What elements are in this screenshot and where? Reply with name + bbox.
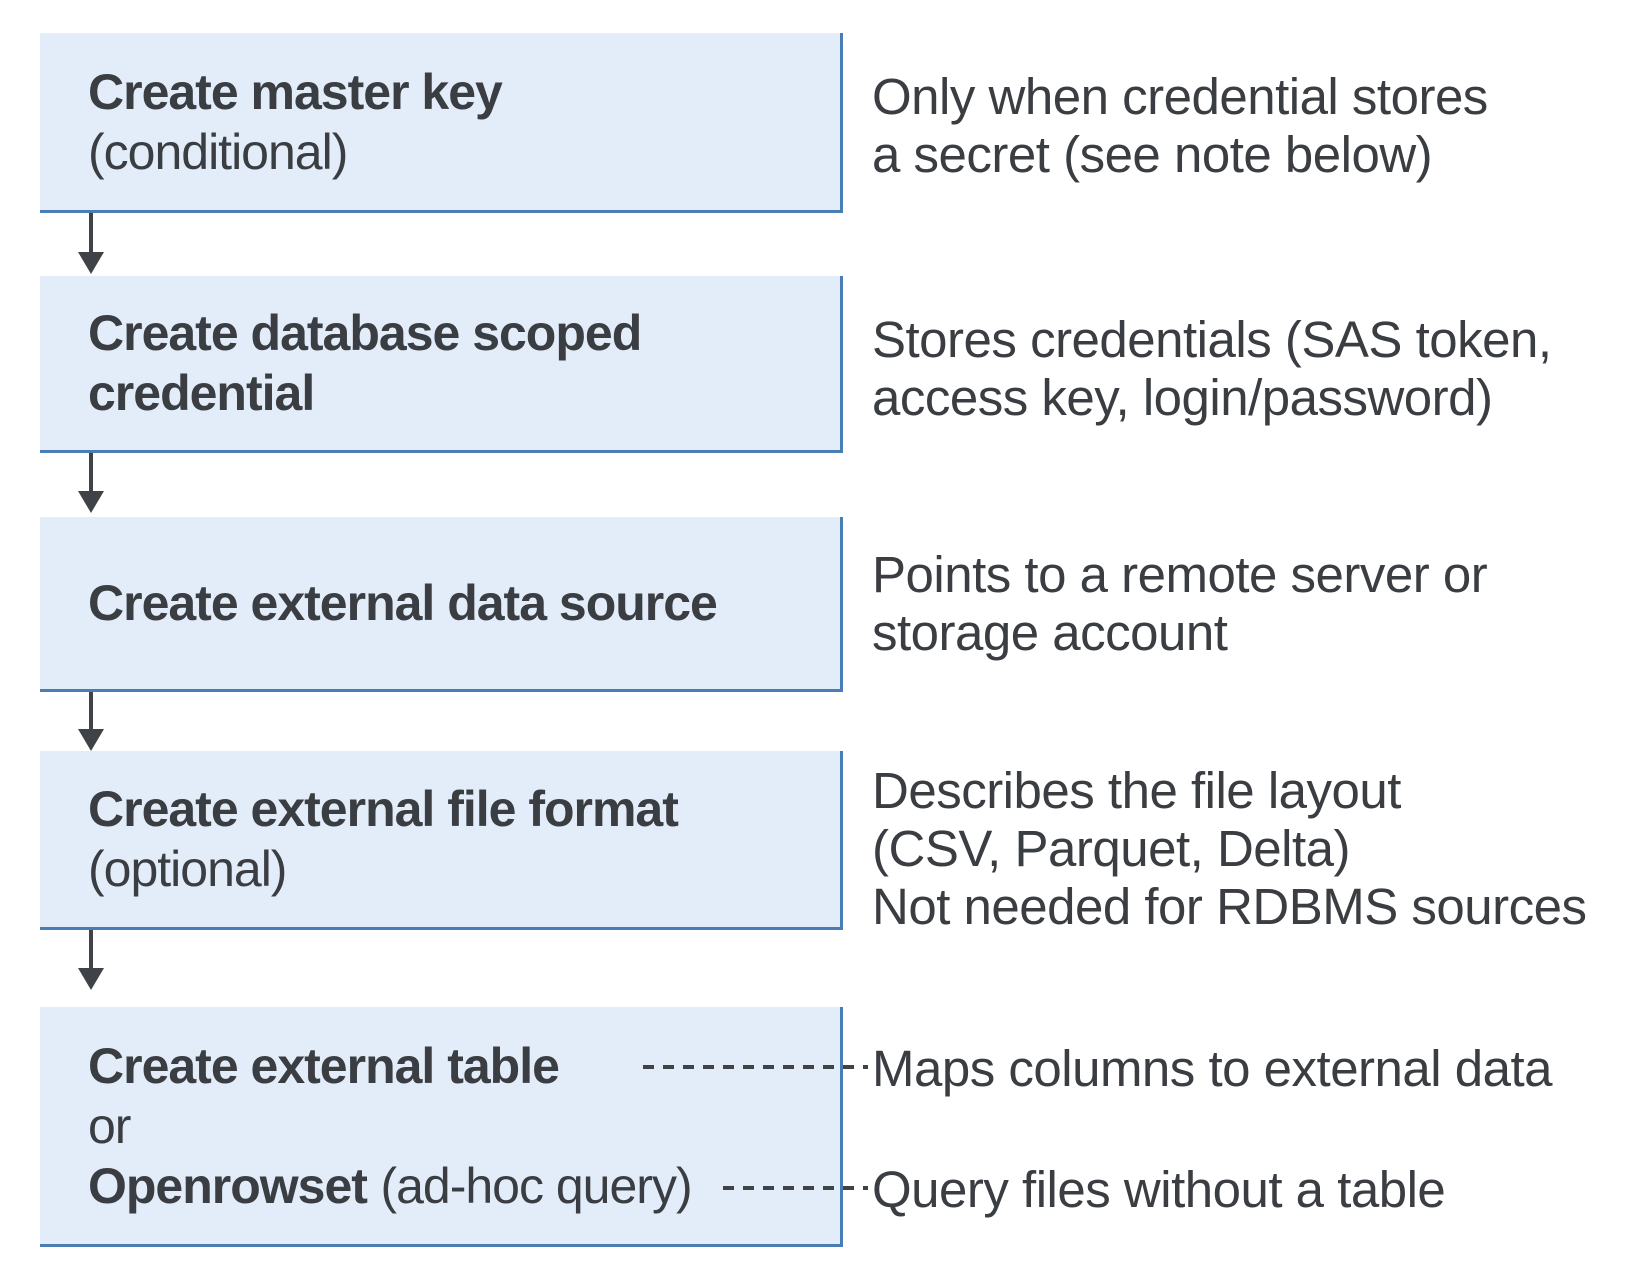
box-title-line2: credential — [88, 365, 315, 421]
flow-box-master-key: Create master key (conditional) — [40, 33, 843, 213]
box-qualifier: (conditional) — [88, 123, 348, 180]
arrow-head-icon — [78, 729, 104, 751]
flow-arrow-down-3 — [78, 692, 104, 751]
annotation-line: Describes the file layout — [872, 762, 1401, 819]
box-title: Create external table — [88, 1037, 560, 1094]
box-qualifier: (optional) — [88, 841, 287, 897]
flow-arrow-down-4 — [78, 930, 104, 990]
box-title: Create external file format — [88, 781, 679, 837]
arrow-head-icon — [78, 491, 104, 513]
box-title: Create database scoped — [88, 305, 642, 361]
flow-box-database-scoped-credential: Create database scoped credential — [40, 276, 843, 453]
annotation-line: Points to a remote server or — [872, 546, 1488, 603]
annotation-line: Query files without a table — [872, 1161, 1446, 1218]
annotation-external-data-source: Points to a remote server or storage acc… — [872, 546, 1488, 662]
flow-box-external-file-format: Create external file format (optional) — [40, 751, 843, 930]
annotation-line: Only when credential stores — [872, 68, 1488, 125]
box-alt-title: Openrowset — [88, 1157, 368, 1214]
annotation-master-key: Only when credential stores a secret (se… — [872, 68, 1488, 184]
arrow-head-icon — [78, 968, 104, 990]
annotation-external-table: Maps columns to external data — [872, 1040, 1553, 1098]
annotation-line: (CSV, Parquet, Delta) — [872, 820, 1351, 877]
arrow-stem — [89, 453, 93, 491]
annotation-line: Stores credentials (SAS token, — [872, 311, 1552, 368]
box-alt-title-line: Openrowset(ad-hoc query) — [88, 1156, 840, 1216]
annotation-openrowset: Query files without a table — [872, 1161, 1446, 1219]
annotation-line: storage account — [872, 604, 1228, 661]
flow-box-external-table-openrowset: Create external table or Openrowset(ad-h… — [40, 1007, 843, 1247]
box-title: Create external data source — [88, 575, 718, 631]
annotation-line: a secret (see note below) — [872, 126, 1433, 183]
annotation-line: Not needed for RDBMS sources — [872, 878, 1587, 935]
annotation-database-scoped-credential: Stores credentials (SAS token, access ke… — [872, 311, 1552, 427]
annotation-external-file-format: Describes the file layout (CSV, Parquet,… — [872, 762, 1587, 936]
dashed-connector-openrowset — [723, 1186, 868, 1190]
arrow-stem — [89, 692, 93, 729]
flow-arrow-down-1 — [78, 213, 104, 274]
arrow-stem — [89, 930, 93, 968]
box-alt-qualifier: (ad-hoc query) — [380, 1157, 692, 1214]
dashed-connector-external-table — [643, 1065, 868, 1069]
annotation-line: access key, login/password) — [872, 369, 1493, 426]
box-conjunction: or — [88, 1097, 131, 1154]
box-title: Create master key — [88, 63, 503, 120]
arrow-stem — [89, 213, 93, 252]
annotation-line: Maps columns to external data — [872, 1040, 1553, 1097]
flow-box-external-data-source: Create external data source — [40, 517, 843, 692]
flow-arrow-down-2 — [78, 453, 104, 513]
arrow-head-icon — [78, 252, 104, 274]
